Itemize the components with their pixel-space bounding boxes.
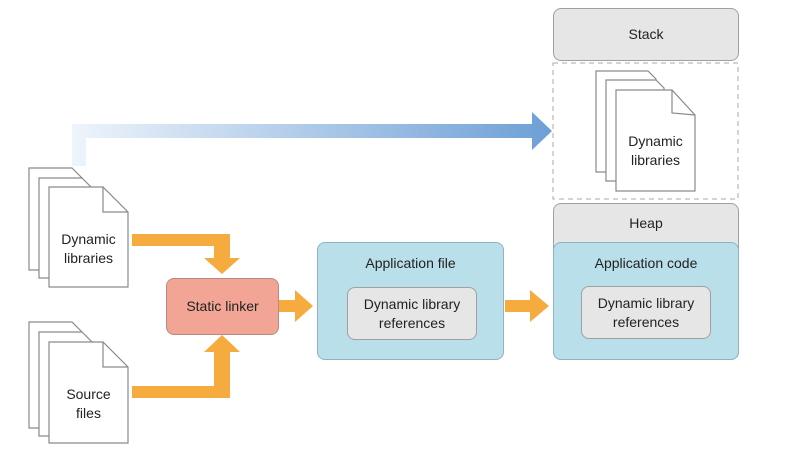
stack-box: Stack: [553, 8, 739, 61]
application-file-title: Application file: [365, 255, 456, 271]
heap-box: Heap Application code Dynamic library re…: [553, 203, 739, 360]
dynamic-libraries-doc-stack: [28, 167, 129, 288]
dylib-to-linker-arrow: [132, 234, 240, 274]
source-to-linker-arrow: [132, 335, 240, 398]
application-file-references-box: Dynamic library references: [347, 287, 477, 340]
static-linker-label: Static linker: [186, 298, 259, 314]
application-code-references-label: Dynamic library references: [597, 295, 695, 330]
application-file-references-label: Dynamic library references: [363, 296, 461, 331]
application-file-box: Application file Dynamic library referen…: [317, 242, 504, 360]
application-code-title: Application code: [594, 255, 698, 271]
appfile-to-appcode-arrow: [505, 290, 549, 322]
load-arrow: [72, 112, 552, 166]
application-code-box: Application code Dynamic library referen…: [553, 242, 739, 360]
loaded-dynamic-libraries-label: Dynamic libraries: [628, 133, 683, 168]
application-code-references-box: Dynamic library references: [581, 286, 711, 339]
static-linker-box: Static linker: [166, 278, 279, 335]
stack-label: Stack: [628, 26, 664, 42]
linker-to-appfile-arrow: [279, 290, 313, 322]
heap-label: Heap: [629, 215, 663, 231]
source-files-doc-stack: [28, 321, 129, 444]
loaded-dynamic-libraries-doc-stack: [595, 70, 696, 192]
loaded-libraries-region: [552, 62, 739, 200]
source-files-label: Source files: [66, 386, 111, 421]
dynamic-libraries-label: Dynamic libraries: [61, 231, 116, 266]
